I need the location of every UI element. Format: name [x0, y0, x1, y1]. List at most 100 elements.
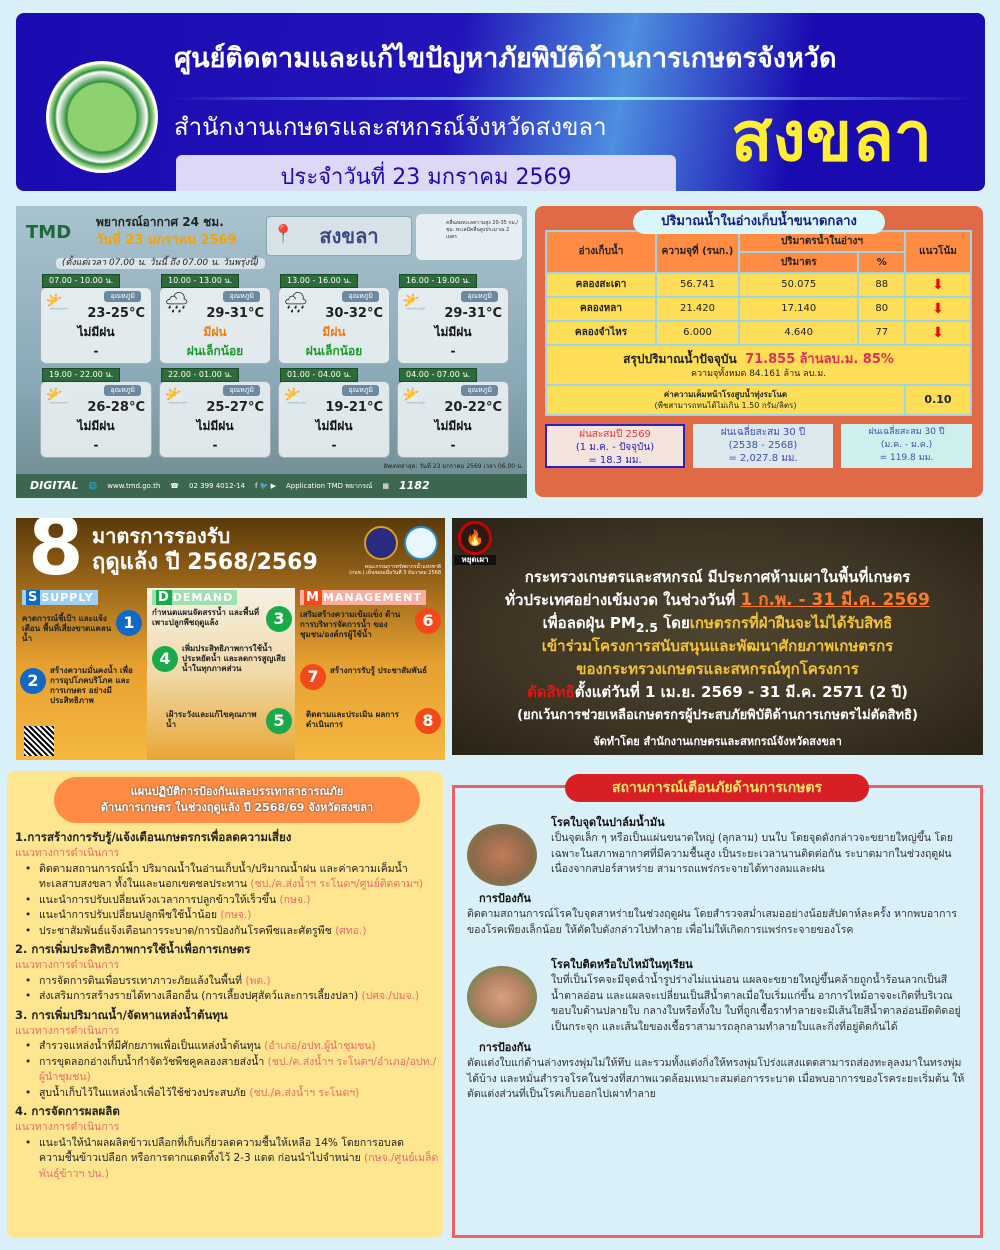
alert-2-desc: ใบที่เป็นโรคจะมีจุดฉ่ำน้ำรูปร่างไม่แน่นอ…	[551, 974, 961, 1033]
plan-section-heading: 2. การเพิ่มประสิทธิภาพการใช้น้ำเพื่อการเ…	[15, 942, 251, 956]
weather-footer: DIGITAL 🌐www.tmd.go.th ☎02 399 4012-14 f…	[16, 474, 527, 498]
qr-code[interactable]	[24, 726, 54, 756]
temp-label: อุณหภูมิ	[104, 291, 141, 302]
reservoir-capacity: 56.741	[655, 272, 740, 298]
partly-cloudy-icon: ⛅	[283, 384, 308, 408]
weather-period: (ตั้งแต่เวลา 07.00 น. วันนี้ ถึง 07.00 น…	[56, 258, 265, 269]
slot-detail: ฝนเล็กน้อย	[186, 344, 244, 358]
forecast-slot: 🌧 อุณหภูมิ 29-31°C มีฝน ฝนเล็กน้อย 10.00…	[159, 274, 271, 364]
header-divider	[174, 97, 974, 100]
plan-guide-label: แนวทางการดำเนินการ	[15, 1121, 120, 1133]
slot-temp: 29-31°C	[444, 306, 502, 321]
action-plan-panel: แผนปฏิบัติการป้องกันและบรรเทาสาธารณภัยด้…	[7, 771, 443, 1238]
forecast-slot: ⛅ อุณหภูมิ 23-25°C ไม่มีฝน - 07.00 - 10.…	[40, 274, 152, 364]
reservoir-percent: 88	[857, 272, 906, 298]
summary-unit: ล้านลบ.ม. 85%	[799, 351, 894, 367]
burn-line-4: เข้าร่วมโครงการสนับสนุนและพัฒนาศักยภาพเก…	[541, 637, 894, 655]
slot-time: 07.00 - 10.00 น.	[42, 274, 121, 288]
social-icons[interactable]: f 🐦 ▶	[254, 482, 276, 490]
plan-section-heading: 3. การเพิ่มปริมาณน้ำ/จัดหาแหล่งน้ำต้นทุน	[15, 1007, 228, 1022]
digital-platform-logo: DIGITAL	[30, 479, 79, 492]
slot-detail: ฝนเล็กน้อย	[305, 344, 363, 358]
slot-time: 16.00 - 19.00 น.	[399, 274, 478, 288]
plan-item: สูบน้ำเก็บไว้ในแหล่งน้ำเพื่อไว้ใช้ช่วงปร…	[15, 1086, 439, 1102]
slot-time: 01.00 - 04.00 น.	[280, 368, 359, 382]
forecast-slot: ⛅ อุณหภูมิ 19-21°C ไม่มีฝน - 01.00 - 04.…	[278, 368, 390, 458]
burn-line-6: ตัดสิทธิตั้งแต่วันที่ 1 เม.ย. 2569 - 31 …	[527, 683, 908, 701]
partly-cloudy-icon: ⛅	[402, 384, 427, 408]
trend-down-arrow-icon: ⬇	[904, 272, 972, 298]
slot-rain: มีฝน	[203, 325, 227, 339]
alert-1-desc: เป็นจุดเล็ก ๆ หรือเป็นแผ่นขนาดใหญ่ (ลุกล…	[551, 832, 954, 875]
agency-label: (ชป./ค.ส่งน้ำฯ ระโนดฯ/ศูนย์ติดตามฯ)	[250, 878, 423, 890]
reservoir-volume: 17.140	[737, 296, 860, 322]
temp-label: อุณหภูมิ	[461, 385, 498, 396]
temp-label: อุณหภูมิ	[104, 385, 141, 396]
total-capacity: ความจุทั้งหมด 84.161 ล้าน ลบ.ม.	[690, 368, 827, 379]
forecast-slot: 🌧 อุณหภูมิ 30-32°C มีฝน ฝนเล็กน้อย 13.00…	[278, 274, 390, 364]
globe-icon: 🌐	[88, 482, 98, 490]
agency-label: (ศทอ.)	[335, 924, 367, 937]
measure-number-1: 1	[116, 610, 142, 636]
alert-2-name: โรคใบติดหรือใบไหม้ในทุเรียน	[551, 958, 693, 971]
col-reservoir: อ่างเก็บน้ำ	[545, 230, 657, 274]
slot-temp: 23-25°C	[87, 306, 145, 321]
no-burning-icon: 🔥	[458, 521, 492, 555]
burn-line-5: ของกระทรวงเกษตรและสหกรณ์ทุกโครงการ	[576, 660, 859, 678]
plan-item: ส่งเสริมการสร้างรายได้ทางเลือกอื่น (การเ…	[15, 989, 439, 1005]
tmd-app: Application TMD พยากรณ์	[285, 482, 373, 490]
plan-section-heading: 4. การจัดการผลผลิต	[15, 1104, 120, 1118]
plan-item: แนะนำการปรับเปลี่ยนปลูกพืชใช้น้ำน้อย (กษ…	[15, 908, 439, 924]
alert-2-prevent-label: การป้องกัน	[479, 1041, 531, 1054]
plan-guide-label: แนวทางการดำเนินการ	[15, 847, 120, 859]
agency-label: (พด.)	[245, 974, 271, 987]
durian-leaf-image	[467, 966, 537, 1028]
reservoir-table: อ่างเก็บน้ำ ความจุที่ (รนก.) ปริมาตรน้ำใ…	[545, 230, 972, 416]
agency-label: (ชป./ค.ส่งน้ำฯ ระโนดฯ/อำเภอ/อปท./ผู้นำชุ…	[39, 1055, 437, 1084]
measure-number-6: 6	[415, 608, 441, 634]
measure-number-2: 2	[20, 668, 46, 694]
tmd-website-link[interactable]: www.tmd.go.th	[107, 482, 161, 490]
slot-temp: 30-32°C	[325, 306, 383, 321]
col-capacity: ความจุที่ (รนก.)	[655, 230, 740, 274]
plan-item: ประชาสัมพันธ์แจ้งเตือนการระบาด/การป้องกั…	[15, 924, 439, 940]
alert-item: โรคใบจุดในปาล์มน้ำมัน เป็นจุดเล็ก ๆ หรือ…	[467, 814, 972, 938]
plan-item: สำรวจแหล่งน้ำที่มีศักยภาพเพื่อเป็นแหล่งน…	[15, 1039, 439, 1055]
partly-cloudy-icon: ⛅	[45, 290, 70, 314]
temp-label: อุณหภูมิ	[223, 385, 260, 396]
summary-value: 71.855	[745, 351, 796, 367]
reservoir-row: คลองหลา 21.420 17.140 80 ⬇	[545, 296, 972, 322]
oil-palm-leaf-image	[467, 824, 537, 886]
slot-detail: -	[93, 438, 99, 452]
rain-accum-2569: ฝนสะสมปี 2569(1 ม.ค. - ปัจจุบัน)= 18.3 ม…	[545, 424, 685, 468]
slot-detail: -	[331, 438, 337, 452]
col-volume: ปริมาตร	[737, 251, 860, 274]
slot-detail: -	[450, 438, 456, 452]
slot-detail: -	[450, 344, 456, 358]
header-province: สงขลา	[731, 98, 933, 177]
trend-down-arrow-icon: ⬇	[904, 320, 972, 346]
burn-line-2: ทั่วประเทศอย่างเข้มงวด ในช่วงวันที่ 1 ก.…	[505, 590, 930, 610]
measures-subtitle: ฤดูแล้ง ปี 2568/2569	[92, 550, 318, 575]
forecast-slot: ⛅ อุณหภูมิ 20-22°C ไม่มีฝน - 04.00 - 07.…	[397, 368, 509, 458]
agency-label: (อำเภอ/อปท.ผู้นำชุมชน)	[264, 1040, 376, 1052]
plan-item: การจัดการดินเพื่อบรรเทาภาวะภัยแล้งในพื้น…	[15, 974, 439, 990]
slot-rain: ไม่มีฝน	[434, 419, 472, 433]
measure-number-8: 8	[415, 708, 441, 734]
slot-time: 04.00 - 07.00 น.	[399, 368, 478, 382]
reservoir-capacity: 21.420	[655, 296, 740, 322]
measure-number-4: 4	[152, 646, 178, 672]
slot-temp: 29-31°C	[206, 306, 264, 321]
slot-rain: มีฝน	[322, 325, 346, 339]
partly-cloudy-icon: ⛅	[45, 384, 70, 408]
slot-temp: 25-27°C	[206, 400, 264, 415]
header-office: สำนักงานเกษตรและสหกรณ์จังหวัดสงขลา	[174, 113, 607, 141]
rain-cloud-icon: 🌧	[283, 290, 309, 314]
slot-rain: ไม่มีฝน	[315, 419, 353, 433]
alert-1-name: โรคใบจุดในปาล์มน้ำมัน	[551, 816, 665, 829]
reservoir-volume: 50.075	[737, 272, 860, 298]
slot-time: 19.00 - 22.00 น.	[42, 368, 121, 382]
salinity-value: 0.10	[904, 384, 972, 416]
plan-section-heading: 1.การสร้างการรับรู้/แจ้งเตือนเกษตรกรเพื่…	[15, 830, 292, 844]
